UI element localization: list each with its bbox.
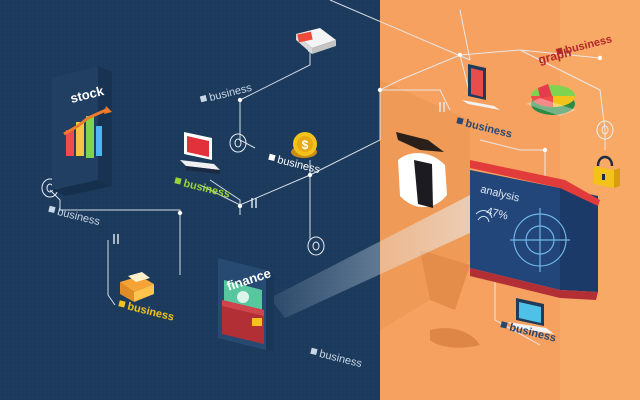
padlock-icon [594,155,620,188]
folder-icon [120,272,154,302]
wallet-icon [218,258,274,352]
monitor-icon [180,132,220,174]
target-rings [41,120,614,256]
usb-drive-icon [296,28,336,54]
light-beam [270,195,472,318]
analysis-panel [470,160,600,300]
eye-icon [396,132,447,208]
laptop-icon [508,298,554,334]
pie-chart-icon [526,84,576,116]
svg-text:$: $ [302,138,309,152]
pause-marks [113,102,445,244]
fingerprint-icon [475,210,493,223]
smartphone-icon [462,64,500,110]
stock-bar-chart-icon [52,66,112,196]
dollar-coin-icon: $ [291,132,317,158]
